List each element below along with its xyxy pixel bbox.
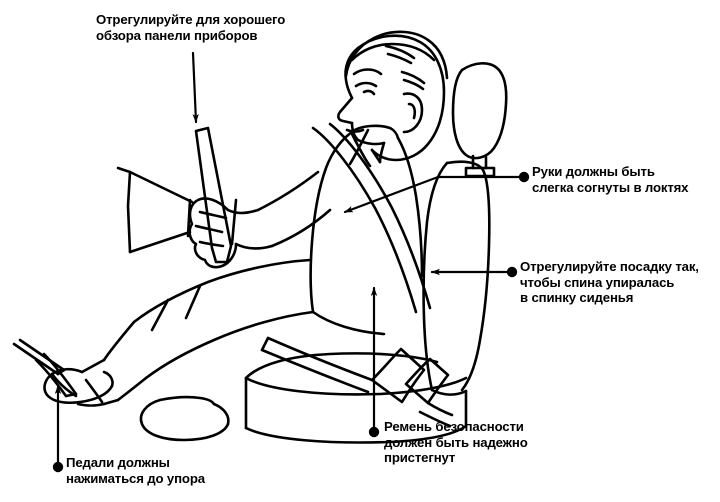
leader-pedals <box>52 384 64 473</box>
dashboard <box>116 166 194 254</box>
steering-wheel <box>194 126 233 264</box>
label-seat-belt: Ремень безопасности должен быть надежно … <box>384 419 528 465</box>
driver-legs <box>80 258 315 406</box>
driver-mouth <box>345 128 365 133</box>
driver-head <box>337 34 446 164</box>
seat-cushion <box>244 352 468 444</box>
label-pedals-reach: Педали должны нажиматься до упора <box>66 455 205 486</box>
seat-belt-shoulder-strap <box>311 122 432 314</box>
label-dashboard-adjustment: Отрегулируйте для хорошего обзора панели… <box>96 12 286 43</box>
leader-dashboard <box>191 51 199 124</box>
driver-hair <box>344 30 449 91</box>
driver-eye <box>354 81 378 96</box>
leader-arms <box>343 171 530 214</box>
driver-ear <box>402 92 424 134</box>
leader-back <box>430 266 518 278</box>
pedal <box>12 338 104 404</box>
label-back-support: Отрегулируйте посадку так, чтобы спина у… <box>520 259 699 305</box>
headrest <box>451 62 508 160</box>
label-arms-position: Руки должны быть слегка согнуты в локтях <box>532 164 689 195</box>
seat-belt-lap-strap <box>260 336 374 394</box>
driver-shoe-rear <box>139 395 230 442</box>
seat-belt-buckle <box>370 347 454 428</box>
leader-belt <box>368 286 380 438</box>
driver-shoe-front <box>43 367 114 407</box>
seat-backrest <box>422 160 491 396</box>
driver-arm <box>226 170 332 250</box>
driver-torso <box>309 124 424 336</box>
driver-eyebrow <box>352 68 383 76</box>
